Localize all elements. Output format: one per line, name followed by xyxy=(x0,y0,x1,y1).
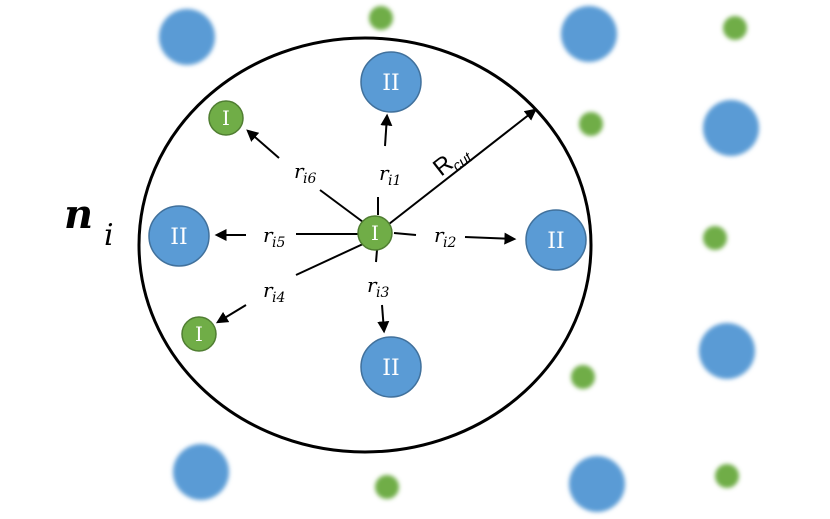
r-subscript: i2 xyxy=(443,235,456,251)
label-r-i2: r i2 xyxy=(434,223,456,251)
r-symbol: r xyxy=(379,161,390,185)
label-r-i5: r i5 xyxy=(263,223,285,251)
atom-label: I xyxy=(371,221,379,245)
vector-r-i6-arrow xyxy=(246,129,280,159)
vector-r-i4-arrow xyxy=(215,304,247,324)
vector-r-i1 xyxy=(380,113,393,147)
r-symbol: r xyxy=(263,278,274,302)
label-r-i6: r i6 xyxy=(294,159,316,187)
atom-label: II xyxy=(382,356,399,381)
label-r-cut: R cut xyxy=(428,149,476,182)
vector-r-i3 xyxy=(377,304,390,334)
vector-r-i2 xyxy=(464,232,517,245)
vector-r-i4 xyxy=(295,243,364,276)
r-subscript: i3 xyxy=(376,285,389,301)
r-symbol: r xyxy=(434,223,445,247)
bg-type-I-atom xyxy=(369,6,393,30)
bg-type-II-atom xyxy=(569,456,625,512)
vector-r-i2-stub xyxy=(393,232,417,236)
atom-label: II xyxy=(547,229,564,254)
r-symbol: r xyxy=(367,273,378,297)
r-symbol: r xyxy=(294,159,305,183)
atom-type-I-upper-left: I xyxy=(208,100,244,136)
r-subscript: i5 xyxy=(272,235,285,251)
atom-type-II-bottom: II xyxy=(360,336,422,398)
vector-r-i3-stub xyxy=(375,249,378,263)
bg-type-II-atom xyxy=(699,323,755,379)
atom-label: I xyxy=(222,106,230,130)
vector-r-i6 xyxy=(319,189,364,223)
r-symbol: r xyxy=(263,223,274,247)
atom-type-I-center: I xyxy=(357,215,393,251)
bg-type-I-atom xyxy=(715,464,739,488)
bg-type-I-atom xyxy=(571,365,595,389)
bg-type-I-atom xyxy=(703,226,727,250)
neighborhood-symbol: n xyxy=(64,191,93,238)
atom-type-II-top: II xyxy=(360,51,422,113)
label-r-i1: r i1 xyxy=(379,161,401,189)
atom-type-I-lower-left: I xyxy=(181,316,217,352)
bg-type-II-atom xyxy=(561,6,617,62)
bg-type-II-atom xyxy=(159,9,215,65)
vector-r-cut xyxy=(388,108,537,225)
background-lattice xyxy=(159,6,759,512)
bg-type-I-atom xyxy=(723,16,747,40)
label-r-i3: r i3 xyxy=(367,273,389,301)
atom-type-II-right: II xyxy=(525,209,587,271)
atom-label: I xyxy=(195,322,203,346)
r-subscript: i4 xyxy=(272,290,285,306)
label-r-i4: r i4 xyxy=(263,278,285,306)
atom-type-II-left: II xyxy=(148,205,210,267)
atom-label: II xyxy=(382,71,399,96)
bg-type-I-atom xyxy=(579,112,603,136)
r-subscript: i6 xyxy=(303,171,316,187)
distance-vectors xyxy=(214,108,537,334)
bg-type-II-atom xyxy=(173,444,229,500)
atom-label: II xyxy=(170,225,187,250)
bg-type-I-atom xyxy=(375,475,399,499)
bg-type-II-atom xyxy=(703,100,759,156)
r-subscript: i1 xyxy=(388,173,401,189)
neighborhood-subscript: i xyxy=(104,218,114,253)
label-neighborhood: n i xyxy=(64,191,114,253)
cutoff-boundary xyxy=(137,36,593,454)
